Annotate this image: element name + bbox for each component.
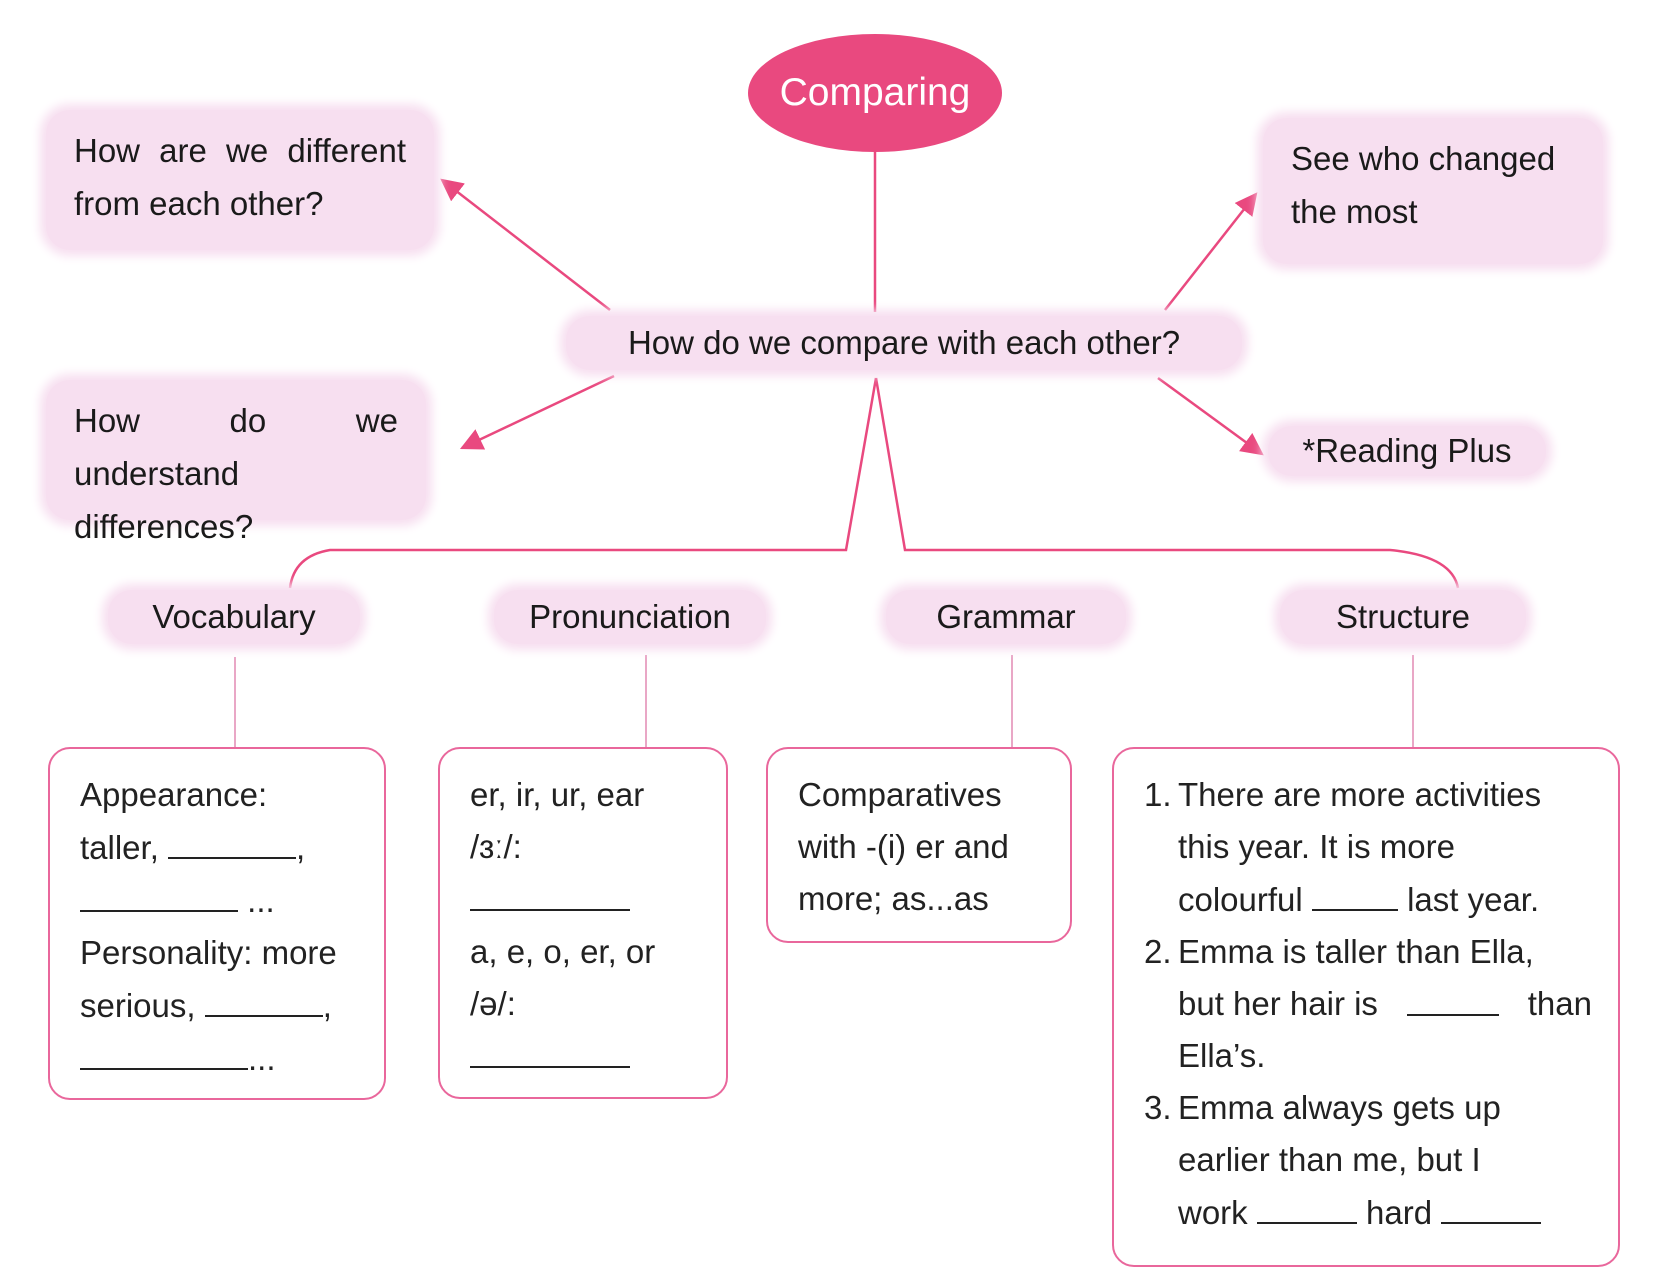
personality-line-2: ...: [80, 1032, 358, 1085]
branch-different: How are we different from each other?: [46, 110, 434, 250]
group2-sound: /ə/:: [470, 985, 516, 1022]
arrow-different: [440, 178, 611, 311]
appearance-line: taller, ,: [80, 821, 358, 874]
vocabulary-box: Appearance: taller, , ... Personality: m…: [48, 747, 386, 1100]
grammar-line-3: more; as...as: [798, 880, 989, 917]
group1-blank-line: [470, 873, 706, 926]
group2-letters: a, e, o, er, or: [470, 933, 656, 970]
appearance-line-2: ...: [80, 874, 358, 927]
category-vocabulary: Vocabulary: [108, 590, 360, 644]
connector-lines: [234, 152, 1460, 747]
category-structure: Structure: [1280, 590, 1526, 644]
blank[interactable]: [470, 873, 630, 911]
blank[interactable]: [1311, 873, 1398, 911]
pronunciation-box: er, ir, ur, ear /ɜː/: a, e, o, er, or /ə…: [438, 747, 728, 1099]
category-grammar: Grammar: [886, 590, 1126, 644]
grammar-box: Comparatives with -(i) er and more; as..…: [766, 747, 1072, 943]
category-pronunciation: Pronunciation: [494, 590, 766, 644]
blank[interactable]: [168, 821, 297, 859]
blank[interactable]: [204, 979, 323, 1017]
group1-sound: /ɜː/:: [470, 828, 522, 865]
blank[interactable]: [1441, 1186, 1542, 1224]
branch-understand: How do we understand differences?: [46, 380, 426, 545]
arrow-changed: [1164, 192, 1258, 311]
group2-blank-line: [470, 1030, 706, 1083]
blank[interactable]: [80, 1032, 248, 1070]
personality-line: serious, ,: [80, 979, 358, 1032]
group1-letters: er, ir, ur, ear: [470, 776, 645, 813]
blank[interactable]: [80, 874, 238, 912]
blank[interactable]: [470, 1030, 630, 1068]
blank[interactable]: [1406, 978, 1499, 1016]
appearance-label: Appearance:: [80, 776, 268, 813]
structure-item-1: 1.There are more activities this year. I…: [1144, 776, 1542, 918]
main-question: How do we compare with each other?: [566, 316, 1242, 370]
arrow-understand: [459, 374, 615, 450]
branch-reading-plus: *Reading Plus: [1268, 426, 1546, 476]
center-title: Comparing: [748, 34, 1002, 152]
grammar-line-1: Comparatives: [798, 776, 1002, 813]
structure-box: 1.There are more activities this year. I…: [1112, 747, 1620, 1267]
grammar-line-2: with -(i) er and: [798, 828, 1009, 865]
personality-label: Personality: more: [80, 934, 337, 971]
structure-item-2: 2.Emma is taller than Ella, but her hair…: [1144, 933, 1592, 1074]
blank[interactable]: [1256, 1186, 1357, 1224]
arrow-reading: [1157, 376, 1264, 456]
branch-changed: See who changed the most: [1263, 118, 1603, 264]
structure-item-3: 3.Emma always gets up earlier than me, b…: [1144, 1082, 1592, 1239]
